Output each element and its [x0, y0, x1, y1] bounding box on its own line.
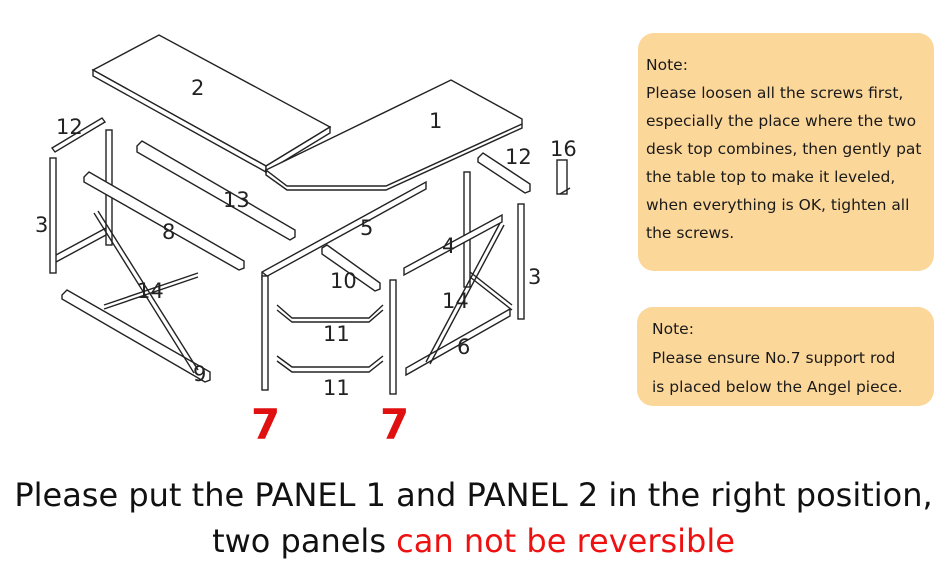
note-line: desk top combines, then gently pat — [646, 140, 922, 158]
label-part-16: 16 — [550, 137, 577, 161]
note-title: Note: — [646, 56, 688, 74]
caption-warning-text: can not be reversible — [396, 522, 735, 560]
note-line: when everything is OK, tighten all — [646, 196, 910, 214]
label-part-14-left: 14 — [137, 279, 164, 303]
panel-2 — [91, 34, 332, 174]
label-part-3-left: 3 — [35, 213, 48, 237]
note-line: is placed below the Angel piece. — [652, 378, 903, 396]
note-title: Note: — [652, 320, 694, 338]
label-part-13: 13 — [223, 188, 250, 212]
label-part-5: 5 — [360, 216, 373, 240]
right-frame — [403, 152, 571, 377]
left-frame — [49, 117, 296, 383]
caption-line-2: two panels can not be reversible — [0, 518, 947, 564]
note-line: the screws. — [646, 224, 735, 242]
label-part-7-right: 7 — [380, 400, 409, 449]
caption-line-1: Please put the PANEL 1 and PANEL 2 in th… — [14, 476, 933, 514]
label-part-12-left: 12 — [56, 115, 83, 139]
note-box-loosen-screws: Note: Please loosen all the screws first… — [638, 33, 934, 271]
note-line: the table top to make it leveled, — [646, 168, 896, 186]
label-part-8: 8 — [162, 220, 175, 244]
label-part-11-bottom: 11 — [323, 376, 350, 400]
label-part-3-right: 3 — [528, 265, 541, 289]
label-part-11-top: 11 — [323, 322, 350, 346]
caption-line-2-text: two panels — [212, 522, 397, 560]
note-line: Please ensure No.7 support rod — [652, 349, 896, 367]
instruction-caption: Please put the PANEL 1 and PANEL 2 in th… — [0, 472, 947, 564]
note-box-support-rod: Note: Please ensure No.7 support rod is … — [637, 307, 934, 406]
label-part-2: 2 — [191, 76, 204, 100]
note-line: especially the place where the two — [646, 112, 917, 130]
label-part-12-right: 12 — [505, 145, 532, 169]
middle-frame — [261, 180, 427, 395]
label-part-10: 10 — [330, 269, 357, 293]
label-part-1: 1 — [429, 109, 442, 133]
label-part-7-left: 7 — [251, 400, 280, 449]
label-part-9: 9 — [193, 362, 206, 386]
label-part-6: 6 — [457, 335, 470, 359]
label-part-4: 4 — [442, 234, 455, 258]
note-line: Please loosen all the screws first, — [646, 84, 904, 102]
panel-1 — [264, 79, 523, 191]
label-part-14-right: 14 — [442, 289, 469, 313]
